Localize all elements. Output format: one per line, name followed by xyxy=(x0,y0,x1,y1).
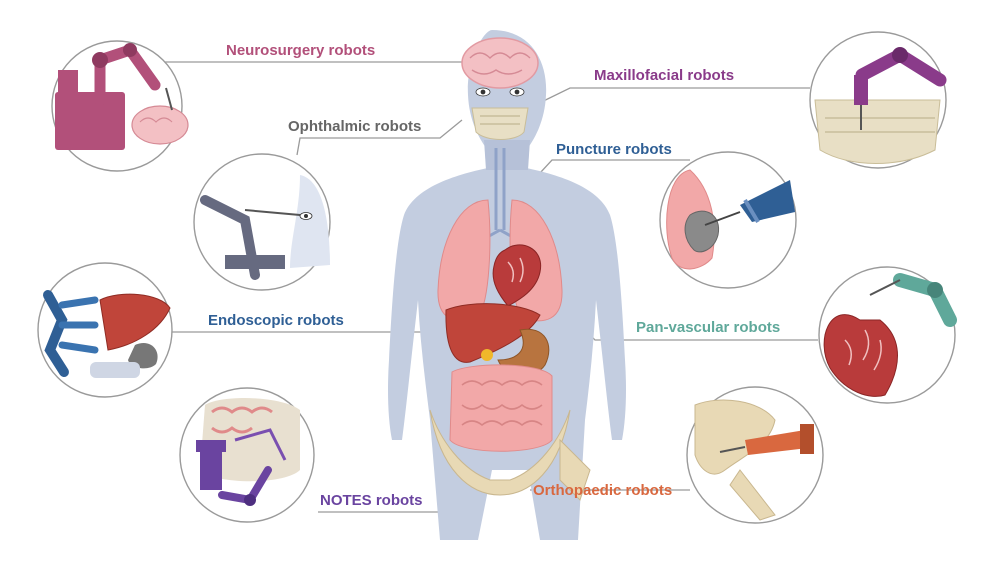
label-puncture: Puncture robots xyxy=(556,141,672,158)
connector-ophthalmic xyxy=(296,119,463,156)
label-maxillofacial: Maxillofacial robots xyxy=(594,67,735,84)
label-endoscopic: Endoscopic robots xyxy=(208,312,344,329)
endoscopic-vignette xyxy=(37,262,173,398)
puncture-vignette xyxy=(659,151,797,289)
ophthalmic-vignette xyxy=(193,153,331,291)
label-orthopaedic: Orthopaedic robots xyxy=(533,482,673,499)
liver-icon xyxy=(445,303,541,363)
neck xyxy=(484,140,530,170)
panvascular-vignette xyxy=(818,266,957,404)
maxillofacial-vignette xyxy=(809,31,947,169)
human-body xyxy=(388,30,626,540)
label-neurosurgery: Neurosurgery robots xyxy=(226,42,376,59)
brain-icon xyxy=(461,37,539,89)
orthopaedic-vignette xyxy=(686,386,824,524)
intestines-icon xyxy=(449,364,553,452)
connector-maxillofacial xyxy=(524,87,810,111)
label-panvascular: Pan-vascular robots xyxy=(636,319,781,336)
pelvis-icon xyxy=(429,409,571,496)
label-ophthalmic: Ophthalmic robots xyxy=(288,118,422,135)
label-notes: NOTES robots xyxy=(320,492,423,509)
trachea-icon xyxy=(494,148,506,230)
neurosurgery-vignette xyxy=(51,40,189,172)
notes-vignette xyxy=(179,387,315,523)
